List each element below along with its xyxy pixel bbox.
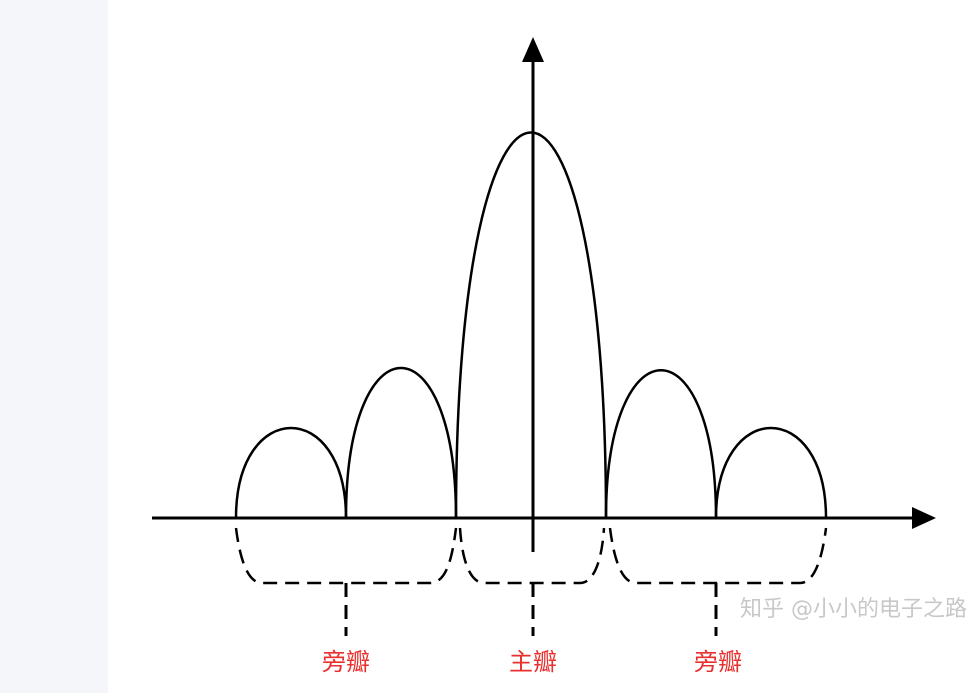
label-right-side-lobe: 旁瓣 xyxy=(694,648,742,676)
page-sidebar xyxy=(0,0,108,693)
bracket-right xyxy=(608,527,828,585)
main-lobe xyxy=(454,131,608,519)
side-lobe-left-outer xyxy=(234,426,348,519)
x-axis-arrow-icon xyxy=(912,507,936,529)
side-lobe-right-outer xyxy=(714,426,828,519)
x-axis xyxy=(152,507,936,529)
side-lobe-left-inner xyxy=(344,367,458,519)
label-main-lobe: 主瓣 xyxy=(509,648,557,676)
y-axis-arrow-icon xyxy=(522,37,544,62)
label-left-side-lobe: 旁瓣 xyxy=(322,648,370,676)
watermark: 知乎 @小小的电子之路 xyxy=(740,597,967,622)
side-lobe-right-inner xyxy=(604,369,718,519)
y-axis xyxy=(522,37,544,552)
bracket-left xyxy=(234,527,458,585)
